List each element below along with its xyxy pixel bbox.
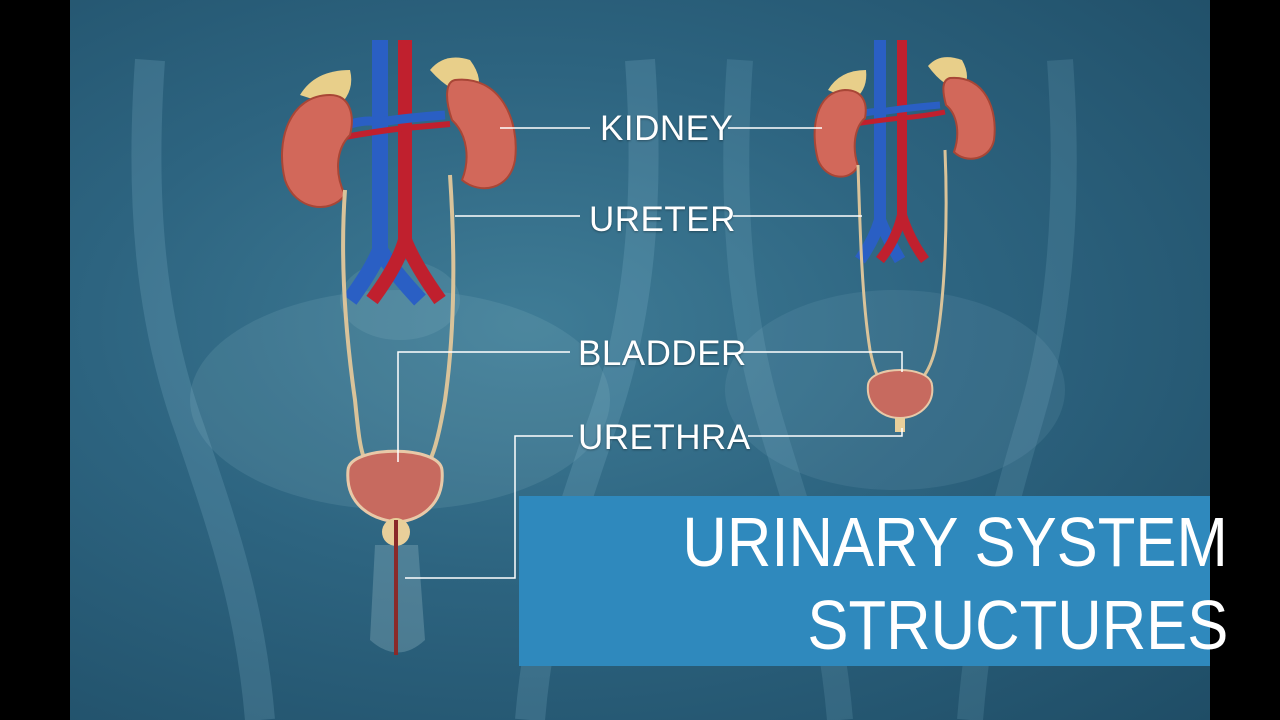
male-urinary-system [281,40,517,655]
renal-artery [339,121,451,141]
kidney-left [281,93,353,208]
ureter-right [428,174,456,461]
title-banner [519,496,1210,666]
kidney-label: KIDNEY [600,109,734,148]
title-line-2: STRUCTURES [807,586,1228,664]
kidney-right [942,76,996,160]
urethra-leader-left [405,435,573,579]
bladder [346,449,444,524]
leader-lines [397,127,903,579]
urethra-leader-right [748,428,903,437]
bladder [866,369,934,420]
title-line-1: URINARY SYSTEM [682,503,1228,581]
ureter-label: URETER [589,200,736,239]
bladder-label: BLADDER [578,334,747,373]
urethra-label: URETHRA [578,418,751,457]
bladder-leader-right [742,351,903,372]
female-urinary-system [813,40,996,432]
aorta [876,40,930,264]
kidney-left [813,88,867,178]
bladder-leader-left [397,351,570,462]
aorta [366,40,446,305]
renal-artery [854,109,946,127]
urethra [895,418,905,432]
kidney-right [446,78,517,190]
ureter-left [341,189,367,461]
